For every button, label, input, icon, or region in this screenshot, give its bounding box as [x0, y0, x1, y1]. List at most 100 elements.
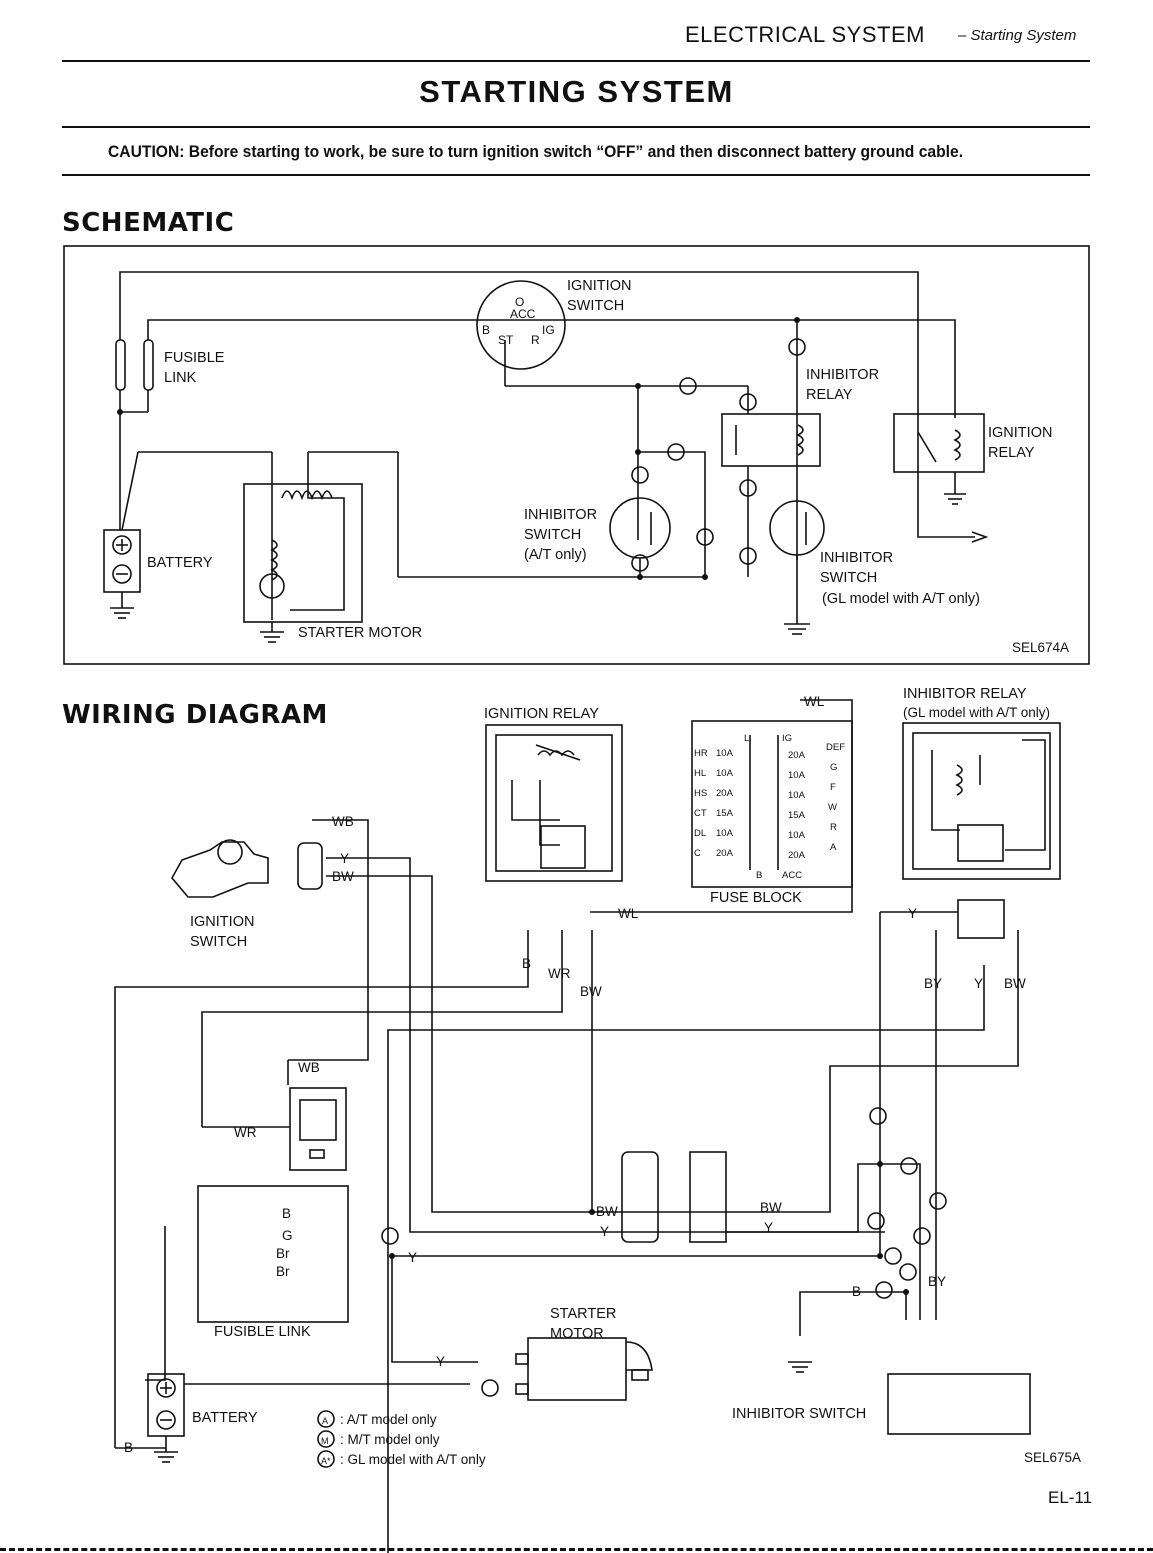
schematic-frame: [63, 245, 1090, 665]
inhibitor-switch-gl-label-2: SWITCH: [820, 570, 877, 586]
fuse-right-3-amp: 15A: [788, 810, 806, 821]
inhibitor-switch-at-label-3: (A/T only): [524, 547, 587, 563]
wiring-inhibitor-relay-label-2: (GL model with A/T only): [903, 705, 1050, 720]
fuse-top-ig: IG: [782, 733, 792, 744]
fuse-left-0-amp: 10A: [716, 748, 734, 759]
fuse-right-5-code: A: [830, 842, 837, 853]
legend-text-astar: : GL model with A/T only: [340, 1452, 486, 1467]
wiring-inhibitor-relay-label-1: INHIBITOR RELAY: [903, 686, 1027, 702]
switch-terminal-acc: ACC: [510, 307, 536, 321]
wire-code-y-7: Y: [436, 1354, 445, 1369]
fuse-bottom-b: B: [756, 870, 762, 881]
fuse-left-4-amp: 10A: [716, 828, 734, 839]
fuse-left-2-code: HS: [694, 788, 707, 799]
wire-code-bw-3: BW: [1004, 976, 1026, 991]
wiring-heading: WIRING DIAGRAM: [62, 700, 328, 730]
wire-code-wl-top: WL: [804, 694, 825, 709]
fuse-left-1-amp: 10A: [716, 768, 734, 779]
fuse-right-2-code: F: [830, 782, 836, 793]
wire-code-b: B: [522, 956, 531, 971]
fuse-left-3-code: CT: [694, 808, 707, 819]
wire-code-br-2: Br: [276, 1264, 290, 1279]
caution-note: CAUTION: Before starting to work, be sur…: [108, 142, 964, 161]
inhibitor-relay-label-1: INHIBITOR: [806, 367, 879, 383]
ignition-relay-label-2: RELAY: [988, 445, 1035, 461]
wire-code-wr-2: WR: [234, 1125, 257, 1140]
fuse-left-3-amp: 15A: [716, 808, 734, 819]
ignition-switch-label-2: SWITCH: [567, 298, 624, 314]
wiring-starter-motor-label-2: MOTOR: [550, 1326, 604, 1342]
schematic-ref: SEL674A: [1012, 640, 1069, 655]
fuse-right-4-code: R: [830, 822, 837, 833]
wiring-ignition-switch-label-2: SWITCH: [190, 934, 247, 950]
wire-code-wr: WR: [548, 966, 571, 981]
fuse-left-5-amp: 20A: [716, 848, 734, 859]
ignition-relay-label-1: IGNITION: [988, 425, 1052, 441]
fuse-right-2-amp: 10A: [788, 790, 806, 801]
wire-code-by-2: BY: [928, 1274, 946, 1289]
title-rule: [62, 126, 1090, 128]
legend-text-a: : A/T model only: [340, 1412, 437, 1427]
wiring-battery-label: BATTERY: [192, 1410, 258, 1426]
wire-code-by: BY: [924, 976, 942, 991]
subsection-header: – Starting System: [958, 27, 1077, 44]
wiring-ref: SEL675A: [1024, 1450, 1081, 1465]
page-edge: [0, 1548, 1153, 1551]
switch-terminal-o: O: [515, 295, 524, 309]
wire-code-y-4: Y: [600, 1224, 609, 1239]
switch-terminal-r: R: [531, 333, 540, 347]
page-title: STARTING SYSTEM: [419, 74, 734, 109]
wire-code-b-4: B: [282, 1206, 291, 1221]
wire-code-bw-2: BW: [580, 984, 602, 999]
switch-terminal-ig: IG: [542, 323, 555, 337]
fuse-right-5-amp: 20A: [788, 850, 806, 861]
wire-code-y-6: Y: [408, 1250, 417, 1265]
schematic-heading: SCHEMATIC: [62, 208, 235, 238]
wire-code-wb: WB: [332, 814, 354, 829]
fusible-link-label-2: LINK: [164, 370, 197, 386]
header-rule: [62, 60, 1090, 62]
fuse-left-5-code: C: [694, 848, 701, 859]
fuse-left-1-code: HL: [694, 768, 706, 779]
page-number: EL-11: [1048, 1488, 1093, 1507]
inhibitor-switch-at-label-2: SWITCH: [524, 527, 581, 543]
starter-motor-label: STARTER MOTOR: [298, 625, 422, 641]
fuse-right-1-code: G: [830, 762, 837, 773]
legend-text-m: : M/T model only: [340, 1432, 440, 1447]
wire-code-bw-4: BW: [596, 1204, 618, 1219]
fuse-bottom-acc: ACC: [782, 870, 802, 881]
wiring-ignition-switch-label-1: IGNITION: [190, 914, 254, 930]
legend-mark-astar: A*: [321, 1456, 331, 1466]
wire-code-bw-5: BW: [760, 1200, 782, 1215]
wire-code-y-2: Y: [908, 906, 917, 921]
wire-code-bw: BW: [332, 869, 354, 884]
wire-code-y: Y: [340, 851, 349, 866]
fuse-top-l: L: [744, 733, 749, 744]
battery-label: BATTERY: [147, 555, 213, 571]
fuse-right-1-amp: 10A: [788, 770, 806, 781]
fusible-link-label-1: FUSIBLE: [164, 350, 225, 366]
legend-mark-m: M: [321, 1436, 329, 1446]
inhibitor-switch-at-label-1: INHIBITOR: [524, 507, 597, 523]
caution-rule: [62, 174, 1090, 176]
wire-code-wb-2: WB: [298, 1060, 320, 1075]
fuse-block-label: FUSE BLOCK: [710, 890, 802, 906]
wire-code-b-2: B: [852, 1284, 861, 1299]
wire-code-br: Br: [276, 1246, 290, 1261]
section-header: ELECTRICAL SYSTEM: [685, 22, 925, 47]
switch-terminal-b: B: [482, 323, 490, 337]
wire-code-b-3: B: [124, 1440, 133, 1455]
wiring-ignition-relay-label: IGNITION RELAY: [484, 706, 599, 722]
inhibitor-switch-gl-label-3: (GL model with A/T only): [822, 591, 980, 607]
inhibitor-switch-gl-label-1: INHIBITOR: [820, 550, 893, 566]
wire-code-y-5: Y: [764, 1220, 773, 1235]
fuse-right-3-code: W: [828, 802, 837, 813]
wire-code-g: G: [282, 1228, 293, 1243]
fuse-left-2-amp: 20A: [716, 788, 734, 799]
inhibitor-relay-label-2: RELAY: [806, 387, 853, 403]
fuse-right-0-code: DEF: [826, 742, 845, 753]
wiring-starter-motor-label-1: STARTER: [550, 1306, 616, 1322]
legend-mark-a: A: [322, 1416, 328, 1426]
wiring-fusible-link-label: FUSIBLE LINK: [214, 1324, 311, 1340]
fuse-right-4-amp: 10A: [788, 830, 806, 841]
